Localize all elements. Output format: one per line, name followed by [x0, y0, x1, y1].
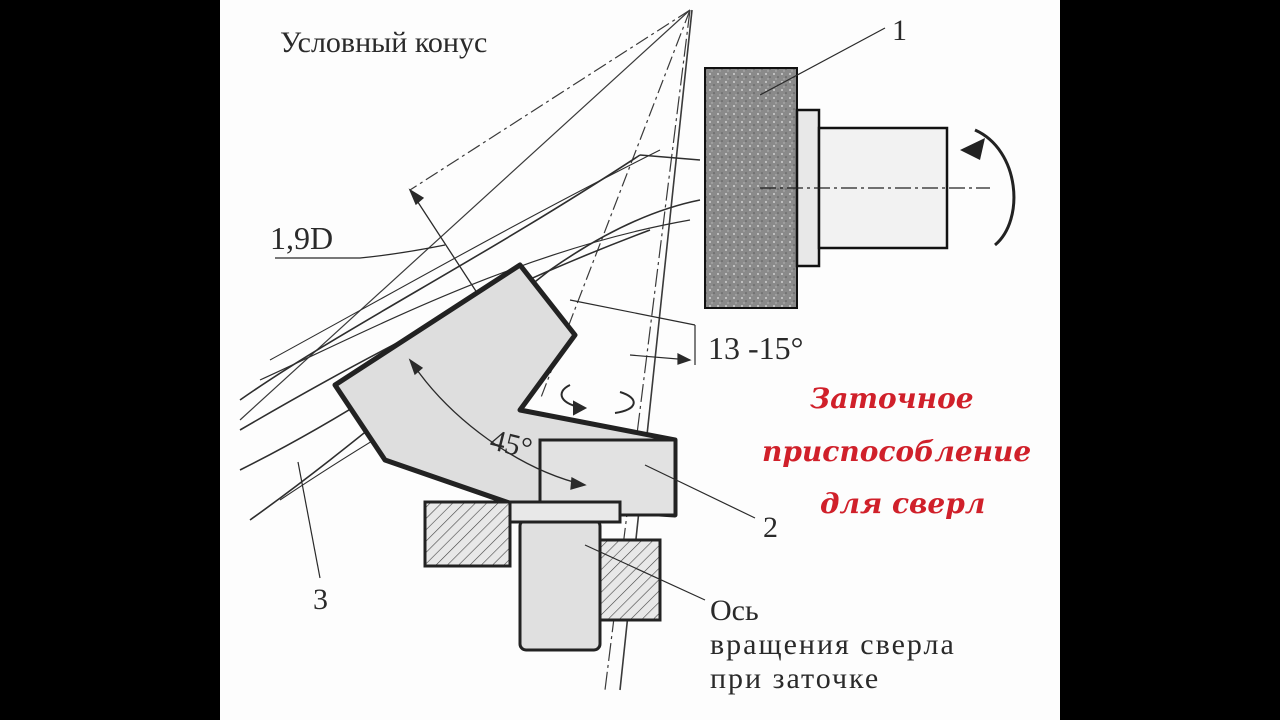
- caption-line2: приспособление: [762, 435, 1032, 468]
- axis-label-line1: Ось: [710, 594, 759, 627]
- cone-label: Условный конус: [280, 26, 488, 59]
- leader-lines: [297, 27, 886, 601]
- part-1-label: 1: [892, 14, 907, 47]
- caption-line1: Заточное: [810, 382, 974, 415]
- angle-45-arc: [408, 358, 587, 490]
- dimension-13-15: [569, 299, 696, 365]
- axis-label-line2: вращения сверла: [710, 628, 956, 661]
- caption-line3: для сверл: [820, 487, 986, 520]
- dimension-19d-label: 1,9D: [270, 220, 334, 256]
- angle-13-15-label: 13 -15°: [708, 330, 804, 366]
- axis-label-line3: при заточке: [710, 662, 881, 695]
- diagram-sheet: Условный конус 1 1,9D 13 -15° 45° 2 3 Ос…: [220, 0, 1060, 720]
- base-mount: [423, 500, 662, 652]
- holder: [332, 262, 678, 518]
- part-3-label: 3: [313, 583, 328, 616]
- rotation-arrows: [560, 384, 635, 416]
- sharpening-diagram: [239, 9, 1016, 691]
- grinding-wheel: [704, 67, 1016, 309]
- part-2-label: 2: [763, 511, 778, 544]
